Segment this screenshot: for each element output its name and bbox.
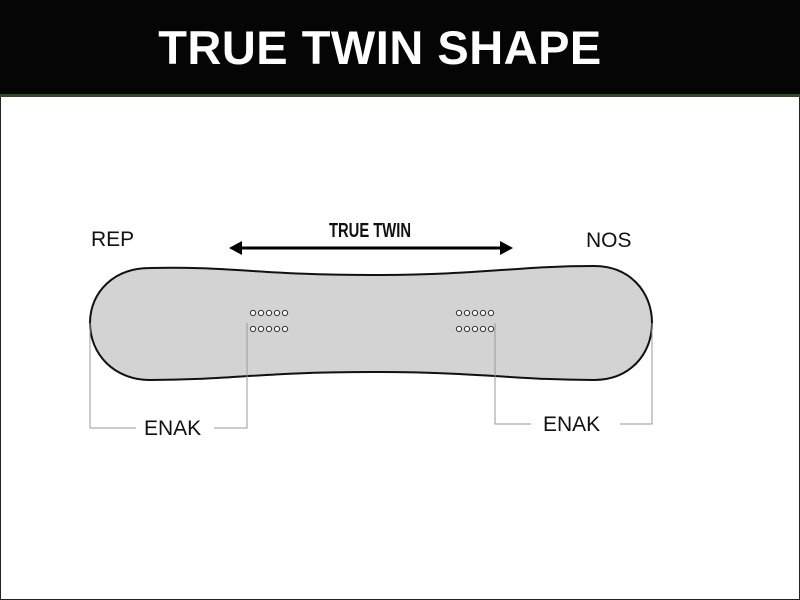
- header-bar: TRUE TWIN SHAPE: [0, 0, 800, 97]
- binding-inserts-left: [249, 309, 289, 333]
- left-bracket: [89, 323, 248, 429]
- page-title: TRUE TWIN SHAPE: [158, 21, 602, 74]
- binding-inserts-right: [455, 309, 495, 333]
- left-edge-label: ENAK: [144, 417, 201, 440]
- true-twin-arrow: [229, 241, 513, 255]
- snowboard-outline: [88, 264, 654, 382]
- right-bracket: [494, 323, 653, 425]
- right-edge-label: ENAK: [543, 413, 600, 436]
- arrow-head-left: [229, 241, 242, 255]
- tail-label: REP: [91, 228, 134, 251]
- arrow-label: TRUE TWIN: [329, 220, 411, 242]
- arrow-head-right: [500, 241, 513, 255]
- nose-label: NOS: [586, 229, 632, 252]
